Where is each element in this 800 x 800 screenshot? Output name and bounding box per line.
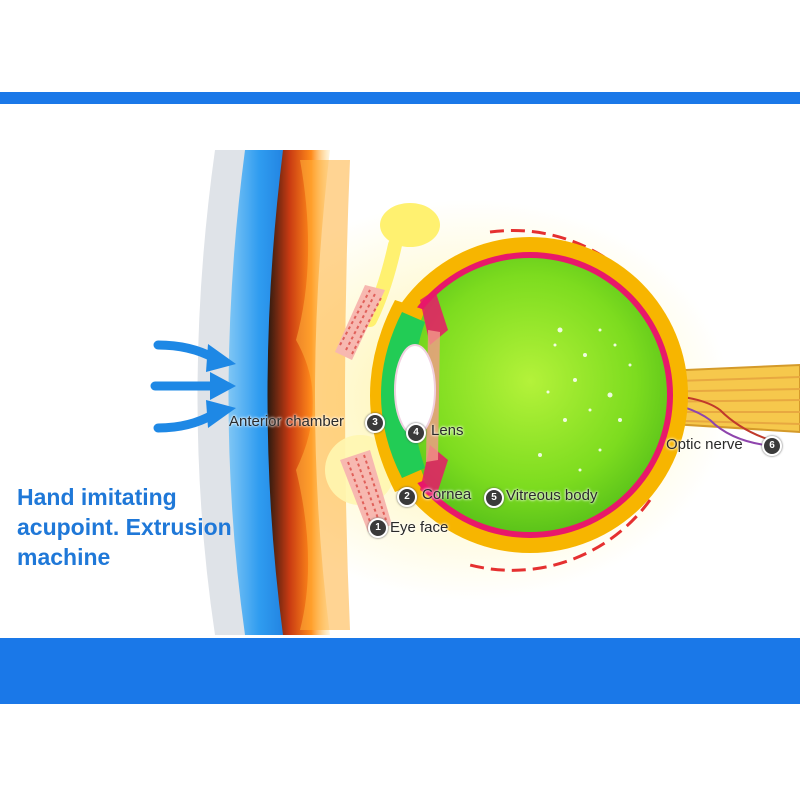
lens [394, 344, 436, 436]
label-lens: Lens [431, 422, 464, 439]
airflow-arrows [150, 340, 219, 433]
label-cornea: Cornea [422, 486, 472, 503]
callout-number-4: 4 [406, 423, 426, 443]
label-vitreous-body: Vitreous body [506, 487, 598, 504]
label-anterior-chamber: Anterior chamber [229, 413, 345, 430]
vitreous-sparkles [538, 327, 632, 472]
top-blue-band [0, 92, 800, 104]
caption-line-3: machine [17, 544, 111, 570]
callout-number-3: 3 [365, 413, 385, 433]
vitreous-body [393, 258, 667, 532]
bottom-blue-band [0, 638, 800, 704]
heat-glow [296, 160, 350, 630]
callout-number-2: 2 [397, 487, 417, 507]
dashed-arc-bottom [469, 499, 652, 572]
callout-number-6: 6 [762, 436, 782, 456]
upper-muscle [335, 285, 385, 360]
upper-gland [380, 203, 440, 247]
arrow-heads [206, 344, 236, 428]
callout-number-1: 1 [368, 518, 388, 538]
label-eye-face: Eye face [390, 519, 449, 536]
lower-muscle [340, 450, 392, 532]
caption-line-1: Hand imitating [17, 484, 177, 510]
callout-number-5: 5 [484, 488, 504, 508]
label-optic-nerve: Optic nerve [666, 436, 743, 453]
product-caption: Hand imitating acupoint. Extrusion machi… [17, 482, 277, 572]
caption-line-2: acupoint. Extrusion [17, 514, 232, 540]
